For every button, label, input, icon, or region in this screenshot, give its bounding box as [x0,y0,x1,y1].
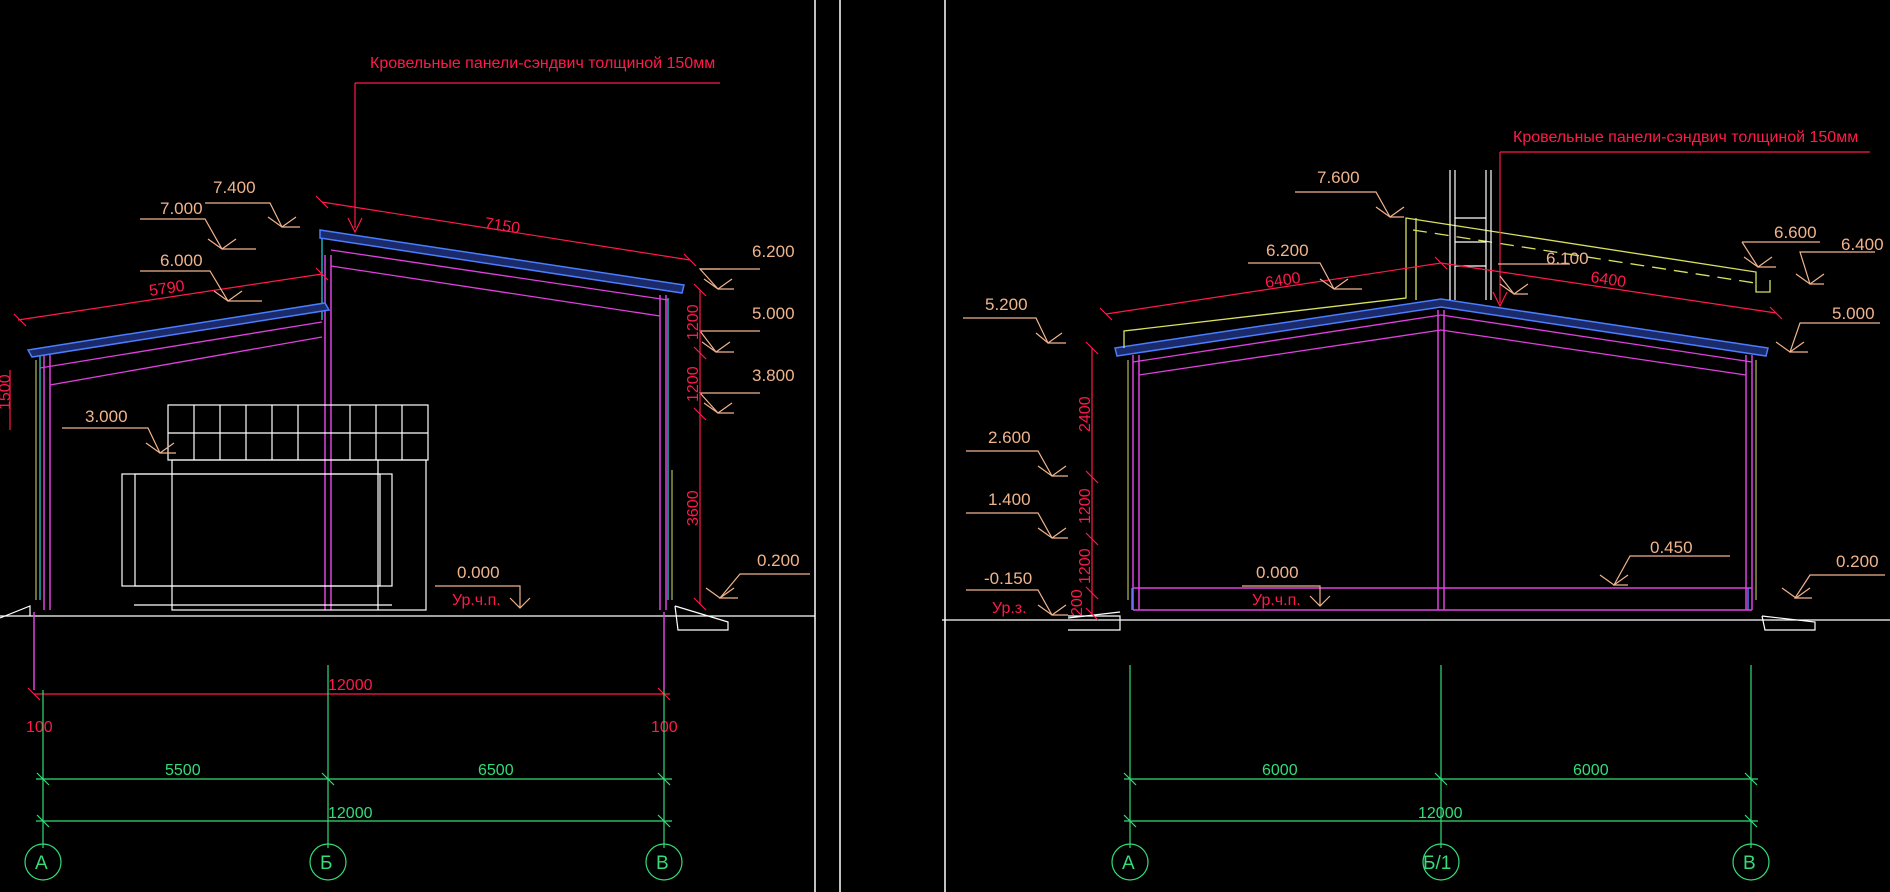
left-roof-note-leader [347,82,720,234]
right-roof-note: Кровельные панели-сэндвич толщиной 150мм [1513,129,1858,146]
right-axis-v: В [1743,853,1756,874]
level-3000: 3.000 [85,407,128,426]
level-1400: 1.400 [988,490,1031,509]
level-0200: 0.200 [757,551,800,570]
right-total-dim: 12000 [1418,805,1463,822]
right-axis-a: А [1122,853,1135,874]
level-6400: 6.400 [1841,235,1884,254]
left-vdim-1200a: 1200 [685,304,702,340]
level-7400: 7.400 [213,178,256,197]
left-axis-v: В [656,853,669,874]
level-5000r: 5.000 [1832,304,1875,323]
right-span-6000a: 6000 [1262,762,1298,779]
right-vdim-1200b: 1200 [1077,548,1094,584]
level-0200r: 0.200 [1836,552,1879,571]
level-3800: 3.800 [752,366,795,385]
left-slope-dim-high: 7150 [483,215,521,237]
ground-label: Ур.ч.п. [452,592,501,609]
right-roof-note-leader [1492,151,1870,308]
right-span-6000b: 6000 [1573,762,1609,779]
level-6200: 6.200 [752,242,795,261]
left-slope-dim-low: 5790 [148,278,186,300]
left-total-dim: 12000 [328,805,373,822]
right-roof [1114,298,1769,376]
right-slope-dims [1099,256,1783,321]
left-vdim-1500: 1500 [0,374,14,410]
left-ground [0,605,815,631]
ground-label-outer: Ур.з. [992,600,1027,617]
left-offset-a: 100 [26,719,53,736]
level-6600: 6.600 [1774,223,1817,242]
right-axis-b1: Б/1 [1423,853,1451,874]
left-roof-low [26,302,331,386]
right-vdim-1200a: 1200 [1077,488,1094,524]
level-6100: 6.100 [1546,249,1589,268]
left-vertical-dims [9,283,707,611]
left-roof-high [319,229,685,317]
right-slope-dim-right: 6400 [1589,269,1627,291]
ground-label-inner: Ур.ч.п. [1252,592,1301,609]
sheet-frame [814,0,946,892]
right-vdim-2400: 2400 [1077,396,1094,432]
level-5000: 5.000 [752,304,795,323]
left-axis-dims [24,665,683,881]
left-axis-a: А [35,853,48,874]
left-slope-dims [13,195,697,327]
left-axis-b: Б [320,853,332,874]
level-5200: 5.200 [985,295,1028,314]
level-6200r: 6.200 [1266,241,1309,260]
level-0000r: 0.000 [1256,563,1299,582]
level-6000: 6.000 [160,251,203,270]
right-level-leaders [963,191,1885,616]
level-7000: 7.000 [160,199,203,218]
left-level-leaders [62,202,810,609]
right-slope-dim-left: 6400 [1264,270,1302,292]
left-overall-dim: 12000 [328,677,373,694]
level-2600: 2.600 [988,428,1031,447]
right-vertical-dims [1085,341,1099,621]
level-minus0150: -0.150 [984,569,1032,588]
right-walls [1132,310,1753,611]
left-vdim-1200b: 1200 [685,366,702,402]
left-section: Кровельные панели-сэндвич толщиной 150мм… [0,55,815,881]
left-span-5500: 5500 [165,762,201,779]
level-0450: 0.450 [1650,538,1693,557]
right-vdim-200: 200 [1069,589,1086,616]
left-equipment [121,404,429,611]
left-roof-note: Кровельные панели-сэндвич толщиной 150мм [370,55,715,72]
right-axis-dims [1111,665,1770,881]
left-vdim-3600: 3600 [685,490,702,526]
level-0000: 0.000 [457,563,500,582]
left-span-6500: 6500 [478,762,514,779]
level-7600: 7.600 [1317,168,1360,187]
right-parapet [1123,217,1771,348]
right-insulation [1127,360,1757,600]
right-section: Кровельные панели-сэндвич толщиной 150мм… [942,129,1890,881]
